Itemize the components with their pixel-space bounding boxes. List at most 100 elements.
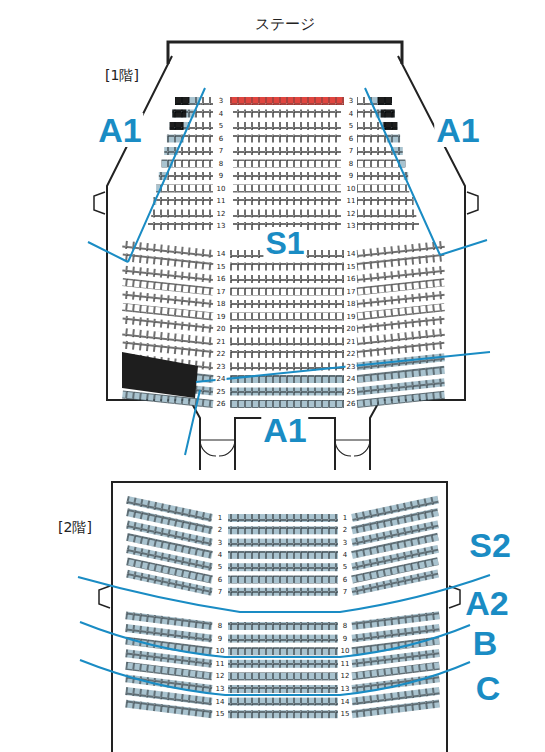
seat-row — [370, 97, 392, 105]
seat-row — [357, 172, 404, 180]
row-number: 25 — [346, 388, 357, 395]
seat-row — [357, 97, 370, 105]
seat-row — [228, 576, 338, 584]
seat-row — [357, 185, 409, 193]
row-number: 11 — [216, 198, 227, 205]
row-number: 11 — [215, 660, 226, 667]
door — [200, 440, 235, 456]
seat-row — [172, 110, 186, 118]
row-number: 3 — [218, 98, 224, 105]
floor-label: [2階] — [57, 520, 93, 534]
row-number: 12 — [346, 210, 357, 217]
row-number: 18 — [346, 301, 357, 308]
row-number: 26 — [346, 401, 357, 408]
row-number: 21 — [346, 338, 357, 345]
seat-row — [357, 197, 414, 205]
row-number: 14 — [215, 698, 226, 705]
area-label: S1 — [263, 227, 306, 259]
seat-row — [230, 388, 344, 396]
seat-row — [173, 160, 213, 168]
area-label: A2 — [463, 586, 510, 620]
seat-row — [228, 563, 338, 571]
seats — [122, 97, 445, 718]
seat-row — [228, 660, 338, 668]
area-label: A1 — [96, 113, 143, 147]
seat-row — [195, 110, 213, 118]
area-label: B — [471, 626, 500, 660]
seat-row — [233, 210, 341, 218]
zone-line — [80, 660, 470, 695]
row-number: 13 — [340, 686, 351, 693]
row-number: 3 — [348, 98, 354, 105]
row-number: 26 — [216, 401, 227, 408]
row-number: 25 — [216, 388, 227, 395]
row-number: 16 — [216, 276, 227, 283]
seat-row — [357, 110, 376, 118]
row-number: 24 — [346, 376, 357, 383]
door — [335, 440, 370, 456]
row-number: 4 — [342, 551, 348, 558]
seat-row — [175, 97, 189, 105]
seat-row — [230, 275, 344, 283]
area-label: A1 — [434, 113, 481, 147]
seat-row — [230, 288, 344, 296]
row-number: 24 — [216, 376, 227, 383]
row-number: 2 — [217, 527, 223, 534]
row-number: 23 — [216, 363, 227, 370]
zone-line — [185, 352, 490, 455]
row-number: 2 — [342, 527, 348, 534]
seat-row — [357, 135, 387, 143]
blocked-area — [122, 352, 198, 398]
box-ear — [449, 586, 460, 608]
row-number: 7 — [348, 148, 354, 155]
row-number: 13 — [215, 686, 226, 693]
row-number: 6 — [342, 576, 348, 583]
seat-row — [357, 160, 398, 168]
seat-row — [228, 539, 338, 547]
row-number: 5 — [217, 564, 223, 571]
seat-row — [228, 588, 338, 596]
row-number: 4 — [348, 110, 354, 117]
seat-row — [233, 110, 341, 118]
seat-row — [357, 222, 419, 230]
row-number: 4 — [217, 551, 223, 558]
stage-label: ステージ — [253, 17, 317, 32]
row-number: 22 — [346, 351, 357, 358]
floor-label: [1階] — [104, 68, 140, 82]
seat-row — [230, 300, 344, 308]
row-number: 7 — [342, 588, 348, 595]
seat-row — [378, 97, 392, 105]
seat-row — [230, 350, 344, 358]
seat-row — [233, 197, 341, 205]
seat-row — [233, 160, 341, 168]
seat-row — [230, 325, 344, 333]
seat-row — [233, 135, 341, 143]
row-number: 6 — [348, 135, 354, 142]
row-number: 1 — [342, 515, 348, 522]
seat-row — [357, 391, 445, 408]
row-number: 5 — [218, 123, 224, 130]
seat-row — [230, 400, 344, 408]
seat-row — [228, 685, 338, 693]
row-number: 3 — [342, 539, 348, 546]
seat-row — [381, 110, 395, 118]
seat-row — [230, 263, 344, 271]
row-number: 17 — [216, 288, 227, 295]
row-number: 12 — [216, 210, 227, 217]
seat-row — [175, 97, 200, 105]
seat-row — [228, 672, 338, 680]
row-number: 23 — [346, 363, 357, 370]
row-number: 16 — [346, 276, 357, 283]
seat-row — [230, 97, 344, 105]
row-number: 15 — [340, 711, 351, 718]
zone-line — [80, 622, 470, 657]
row-number: 11 — [340, 660, 351, 667]
row-number: 21 — [216, 338, 227, 345]
row-number: 12 — [215, 673, 226, 680]
row-number: 15 — [346, 263, 357, 270]
row-number: 4 — [218, 110, 224, 117]
row-number: 3 — [217, 539, 223, 546]
row-number: 15 — [215, 711, 226, 718]
row-number: 7 — [217, 588, 223, 595]
